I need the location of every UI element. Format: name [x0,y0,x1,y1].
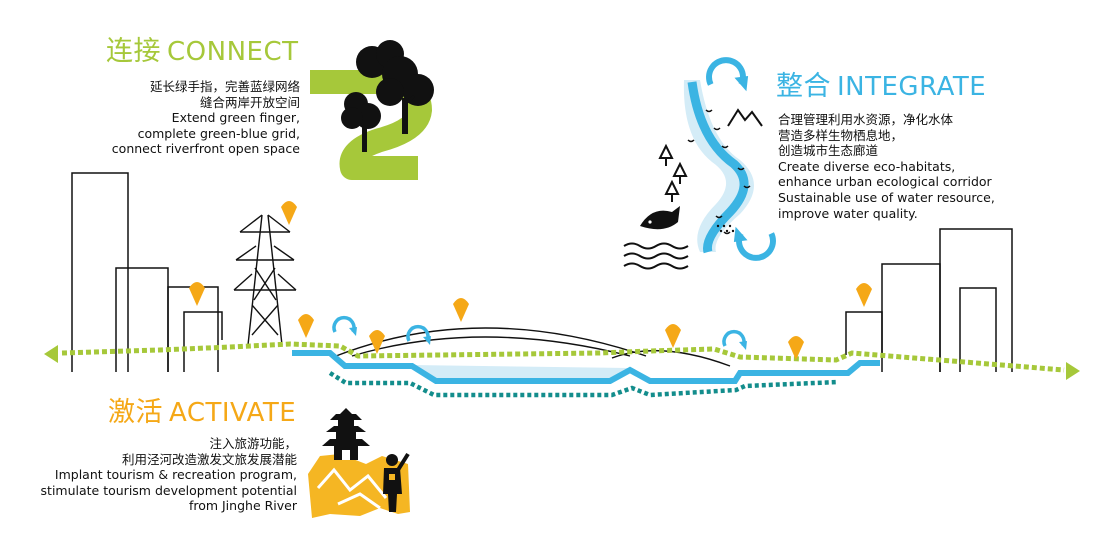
circular-arrow-icon [332,315,359,338]
river [292,350,880,398]
activate-line: 利用泾河改造激发文旅发展潜能 [121,451,297,467]
connect-title-zh: 连接 [106,36,161,67]
circular-arrow-icon [722,329,749,352]
activate-icons [308,408,410,518]
mountain-icon [727,108,763,127]
activate-line: Implant tourism & recreation program, [54,467,297,483]
integrate-line: Sustainable use of water resource, [778,189,995,205]
building-outline-icon [959,287,997,372]
connect-line: 缝合两岸开放空间 [199,94,300,110]
connect-title-en: CONNECT [167,37,299,67]
integrate-line: enhance urban ecological corridor [778,174,992,190]
integrate-line: Create diverse eco-habitats, [778,158,956,174]
integrate-title-zh: 整合 [776,71,831,102]
power-tower-icon [233,214,297,346]
building-outline-icon [71,172,129,372]
integrate-title-en: INTEGRATE [837,72,987,102]
building-outline-icon [845,311,883,355]
integrate-line: 创造城市生态廊道 [778,143,879,159]
fish-icon [640,206,680,230]
activate-title-zh: 激活 [108,397,163,428]
connect-icons [310,40,434,180]
building-outline-icon [939,228,1013,372]
building-outline-icon [167,286,219,372]
building-outline-icon [115,267,169,372]
integrate-line: 营造多样生物栖息地， [778,127,904,143]
activate-description: 注入旅游功能， 利用泾河改造激发文旅发展潜能 Implant tourism &… [41,436,297,514]
location-pin-icon [665,324,681,348]
tree-icon [356,40,434,134]
building-outline-icon [183,311,223,372]
location-pin-icon [189,282,205,306]
green-corridor [44,341,1080,380]
location-pin-icon [453,298,469,322]
left-buildings [71,172,223,372]
location-pin-icon [298,314,314,338]
connect-line: connect riverfront open space [111,141,300,157]
location-pin-icon [856,283,872,307]
pine-tree-icon [658,143,688,202]
activate-line: from Jinghe River [188,498,297,514]
activate-title-en: ACTIVATE [169,398,297,428]
connect-line: Extend green finger, [171,110,300,126]
corridor-arrow-left [44,345,58,363]
activate-line: stimulate tourism development potential [40,482,297,498]
connect-line: complete green-blue grid, [137,125,300,141]
location-pin-icon [281,201,297,225]
corridor-arrow-right [1066,362,1080,380]
river-icon [687,81,749,254]
right-buildings [845,228,1013,372]
circular-arrow-icon [734,227,773,258]
riverbed-dashed-line [328,371,839,398]
integrate-line: 合理管理利用水资源，净化水体 [778,112,954,127]
connect-description: 延长绿手指，完善蓝绿网络 缝合两岸开放空间 Extend green finge… [112,79,300,157]
activate-line: 注入旅游功能， [209,436,297,451]
integrate-description: 合理管理利用水资源，净化水体 营造多样生物栖息地， 创造城市生态廊道 Creat… [778,112,995,221]
wave-icon [623,242,689,270]
integrate-icons [623,60,773,270]
tree-icon [341,92,381,152]
connect-line: 延长绿手指，完善蓝绿网络 [149,79,300,94]
location-pins [189,201,872,360]
pagoda-icon [322,408,370,460]
circular-arrow-icon [709,60,748,91]
integrate-line: improve water quality. [778,205,918,221]
person-waving-icon [383,452,410,512]
